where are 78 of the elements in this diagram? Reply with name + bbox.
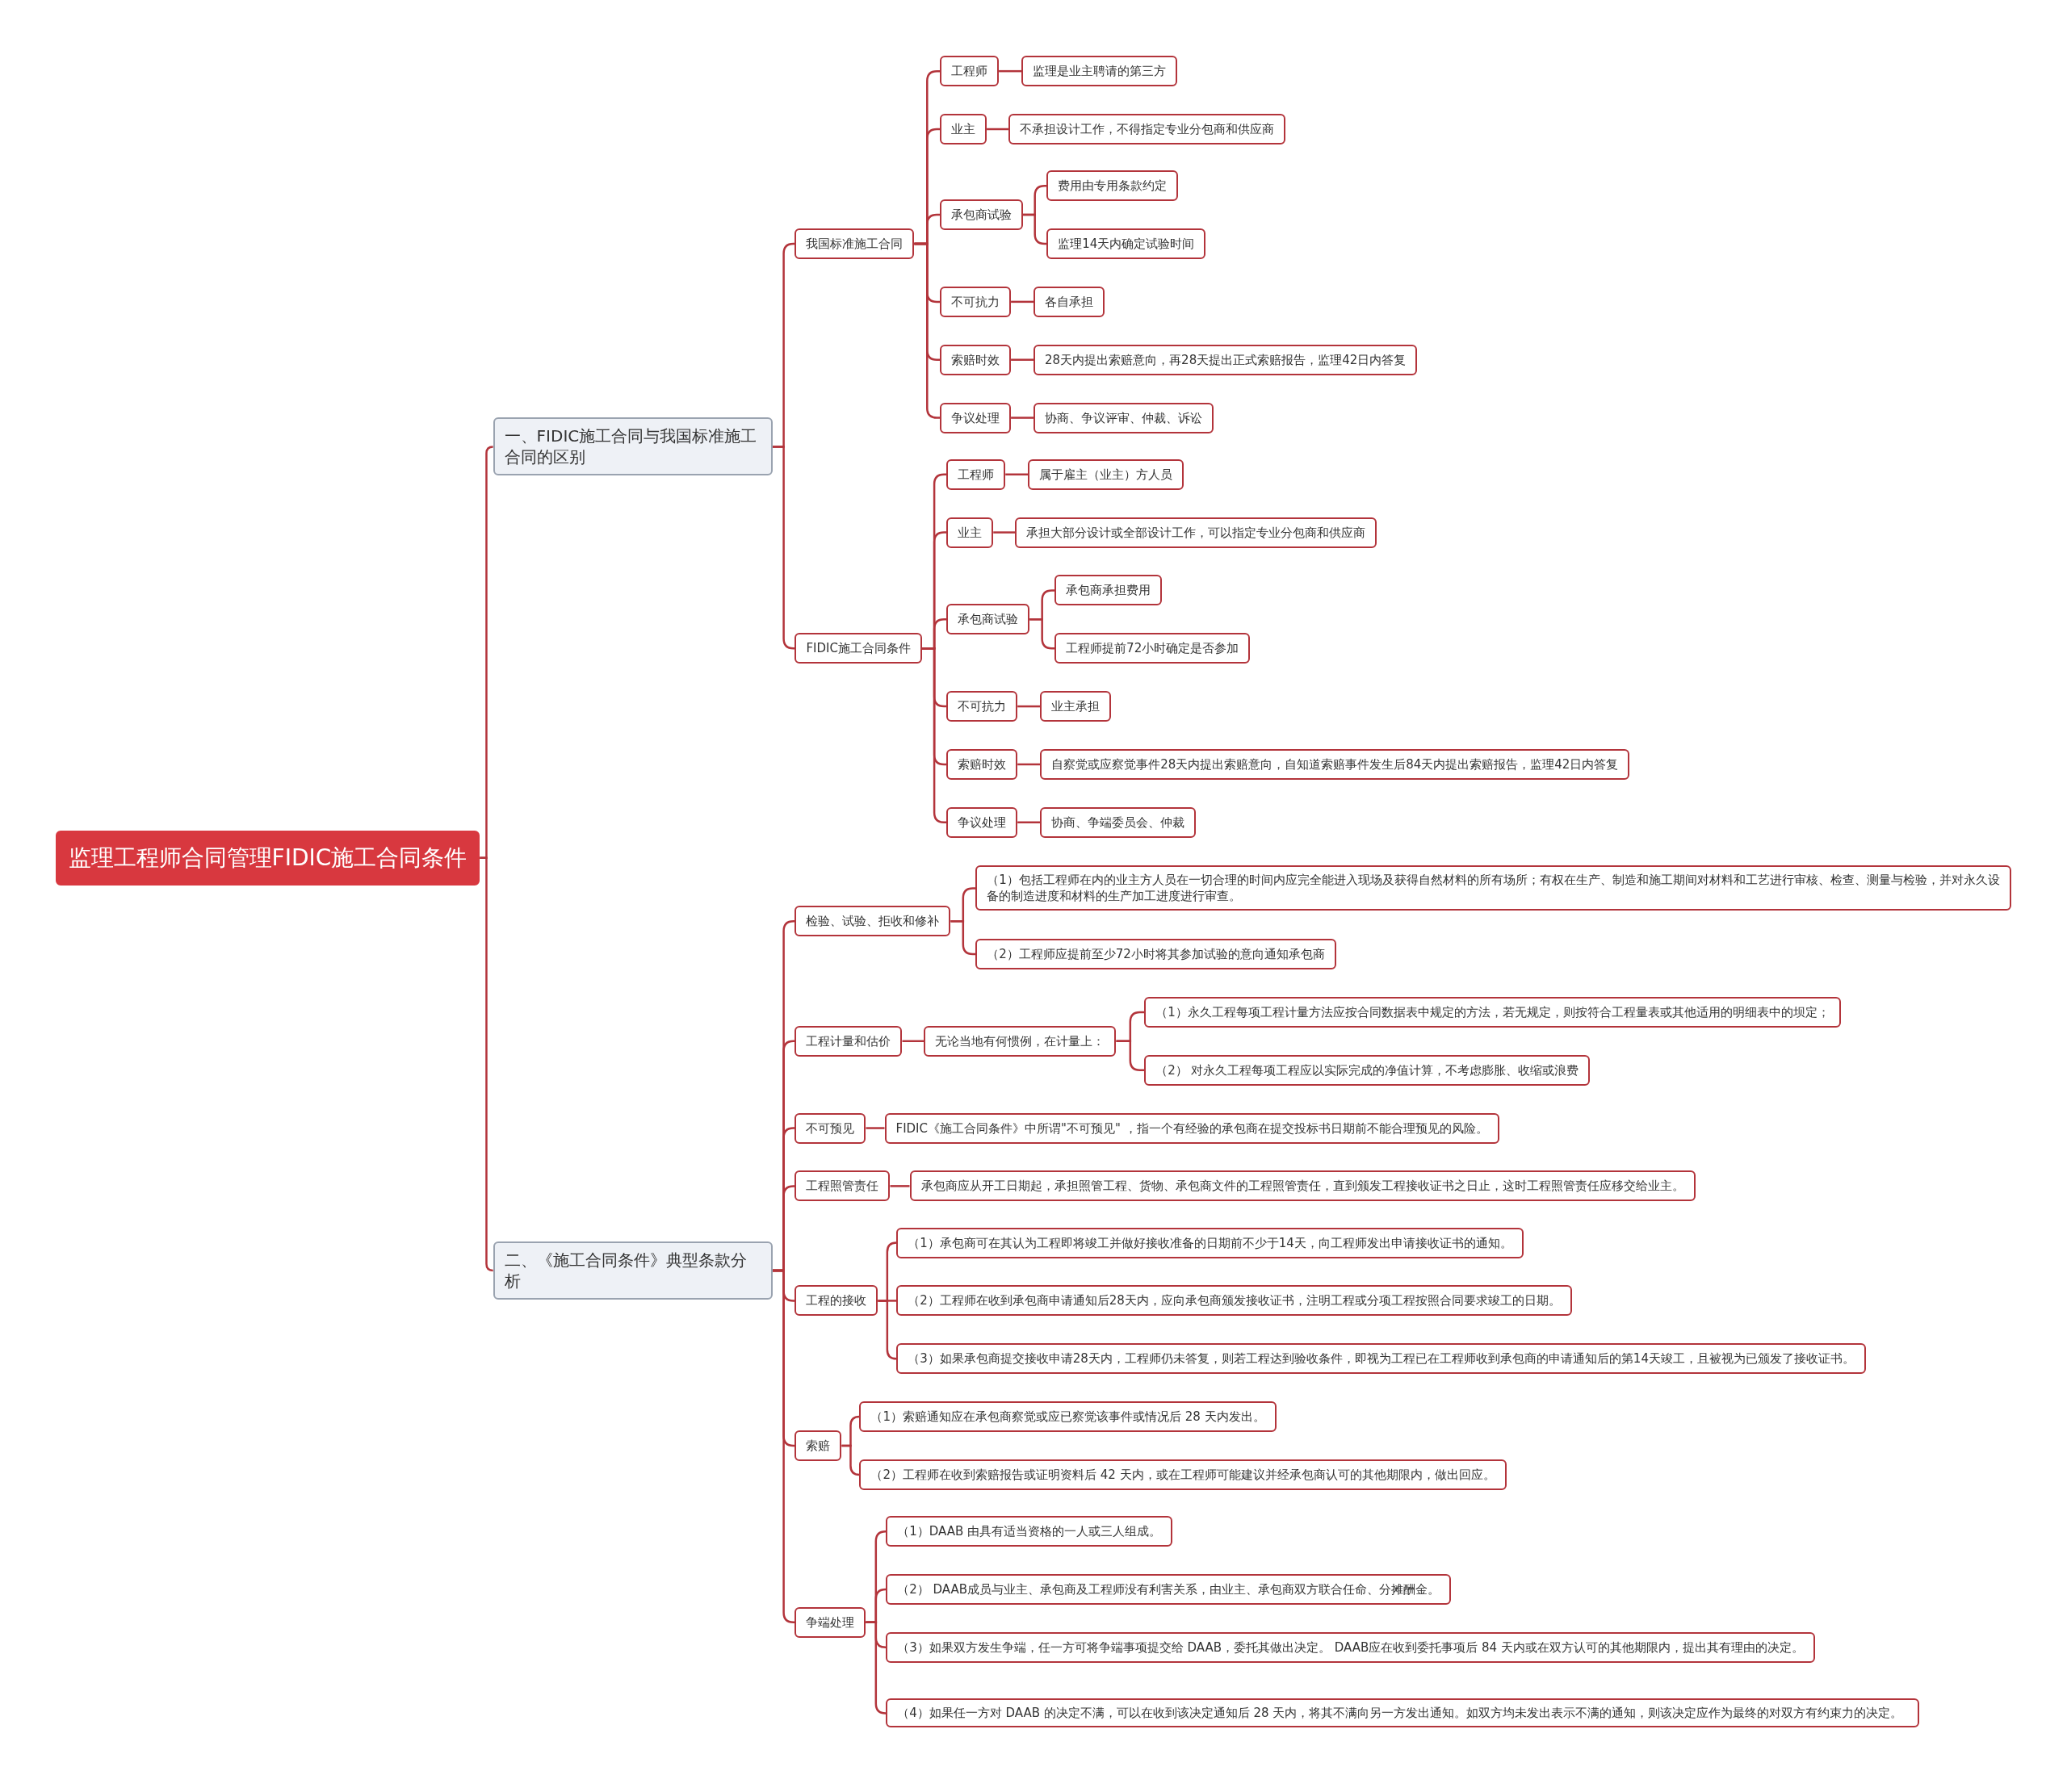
topic-box: 争议处理 [940, 402, 1012, 433]
topic-box: （2） 对永久工程每项工程应以实际完成的净值计算，不考虑膨胀、收缩或浪费 [1144, 1054, 1591, 1086]
topic-box: 索赔 [795, 1430, 842, 1461]
topic-box: （1）DAAB 由具有适当资格的一人或三人组成。 [886, 1516, 1172, 1547]
connector-line [1011, 300, 1034, 304]
topic-box: （1）索赔通知应在承包商察觉或应已察觉该事件或情况后 28 天内发出。 [859, 1401, 1277, 1433]
topic-box: 不可抗力 [946, 691, 1018, 722]
connector-line [841, 1444, 861, 1476]
topic-box: 争端处理 [795, 1606, 866, 1638]
central-topic: 监理工程师合同管理FIDIC施工合同条件 [55, 830, 480, 886]
topic-box: 我国标准施工合同 [795, 228, 915, 260]
connector-line [1023, 213, 1047, 245]
main-topic-box: 二、《施工合同条件》典型条款分析 [493, 1241, 773, 1300]
connector-line [950, 919, 976, 956]
topic-box: 属于雇主（业主）方人员 [1028, 458, 1184, 490]
connector-line [866, 1621, 887, 1715]
topic-box: （1）永久工程每项工程计量方法应按合同数据表中规定的方法，若无规定，则按符合工程量表或其他适用的明细表中的坝定； [1144, 996, 1841, 1028]
main-topic-box: 一、FIDIC施工合同与我国标准施工合同的区别 [493, 417, 773, 476]
connector-line [999, 69, 1022, 73]
topic-box: 监理14天内确定试验时间 [1046, 228, 1206, 260]
connector-line [1011, 417, 1034, 419]
topic-box: （2）工程师应提前至少72小时将其参加试验的意向通知承包商 [975, 939, 1336, 970]
topic-box: （1）包括工程师在内的业主方人员在一切合理的时间内应完全能进入现场及获得自然材料的所有场所；有权在生产、制造和施工期间对材料和工艺进行审核、检查、测量与检验，并对永久设备的制造进度和材料的生产加工进度进行审查。 [975, 865, 2012, 911]
connector-line [772, 446, 795, 650]
topic-box: 不可预见 [795, 1112, 866, 1144]
connector-line [1011, 358, 1034, 361]
topic-box: 监理是业主聘请的第三方 [1021, 56, 1178, 87]
topic-box: 28天内提出索赔意向，再28天提出正式索赔报告，监理42日内答复 [1034, 344, 1418, 375]
connector-line [902, 1040, 924, 1043]
connector-line [878, 1300, 898, 1360]
topic-box: 争议处理 [946, 806, 1018, 838]
topic-box: 工程师 [946, 458, 1006, 490]
topic-box: 工程的接收 [795, 1285, 878, 1317]
topic-box: （2）工程师在收到索赔报告或证明资料后 42 天内，或在工程师可能建议并经承包商认可的其他期限内，做出回应。 [859, 1459, 1507, 1490]
topic-box: 业主 [946, 517, 994, 548]
topic-box: 不承担设计工作，不得指定专业分包商和供应商 [1008, 114, 1285, 144]
topic-box: 承包商试验 [946, 604, 1030, 635]
topic-box: 检验、试验、拒收和修补 [795, 906, 951, 937]
topic-box: 业主承担 [1040, 691, 1112, 722]
topic-box: 索赔时效 [940, 344, 1012, 375]
topic-box: （3）如果承包商提交接收申请28天内，工程师仍未答复，则若工程达到验收条件，即视为工程已在工程师收到承包商的申请通知后的第14天竣工，且被视为已颁发了接收证书。 [896, 1343, 1866, 1375]
topic-box: （3）如果双方发生争端，任一方可将争端事项提交给 DAAB，委托其做出决定。 DAAB应在收到委托事项后 84 天内或在双方认可的其他期限内，提出其有理由的决定。 [886, 1631, 1815, 1663]
connector-line [1029, 618, 1055, 650]
connector-line [890, 1185, 910, 1187]
topic-box: 索赔时效 [946, 748, 1018, 780]
connector-line [1017, 821, 1041, 823]
topic-box: FIDIC施工合同条件 [795, 633, 922, 664]
topic-box: 不可抗力 [940, 286, 1012, 317]
topic-box: 各自承担 [1034, 286, 1105, 317]
connector-line [480, 856, 494, 1272]
topic-box: 承包商承担费用 [1054, 575, 1163, 606]
topic-box: 协商、争端委员会、仲裁 [1040, 806, 1197, 838]
topic-box: （4）如果任一方对 DAAB 的决定不满，可以在收到该决定通知后 28 天内，将其不满向另一方发出通知。如双方均未发出表示不满的通知，则该决定应作为最终的对双方有约束力的决定。 [886, 1698, 1920, 1728]
topic-box: （2）工程师在收到承包商申请通知后28天内，应向承包商颁发接收证书，注明工程或分项工程按照合同要求竣工的日期。 [896, 1285, 1572, 1317]
connector-line [987, 128, 1008, 131]
topic-box: （2） DAAB成员与业主、承包商及工程师没有利害关系，由业主、承包商双方联合任命、分摊酬金。 [886, 1573, 1451, 1605]
topic-box: 协商、争议评审、仲裁、诉讼 [1034, 402, 1214, 433]
topic-box: FIDIC《施工合同条件》中所谓"不可预见" ，指一个有经验的承包商在提交投标书日期前不能合理预见的风险。 [884, 1112, 1499, 1144]
topic-box: 费用由专用条款约定 [1046, 170, 1179, 202]
connector-line [1017, 705, 1041, 708]
connector-line [1116, 1040, 1145, 1071]
topic-box: （1）承包商可在其认为工程即将竣工并做好接收准备的日期前不少于14天，向工程师发出申请接收证书的通知。 [896, 1227, 1524, 1258]
connector-line [993, 531, 1016, 534]
topic-box: 承担大部分设计或全部设计工作，可以指定专业分包商和供应商 [1015, 517, 1377, 548]
connector-line [772, 1269, 795, 1624]
connector-line [922, 647, 947, 823]
topic-box: 承包商试验 [940, 199, 1024, 231]
topic-box: 工程师提前72小时确定是否参加 [1054, 633, 1251, 664]
topic-box: 无论当地有何惯例，在计量上： [924, 1025, 1117, 1057]
topic-box: 自察觉或应察觉事件28天内提出索赔意向，自知道索赔事件发生后84天内提出索赔报告，监理42日内答复 [1040, 748, 1630, 780]
topic-box: 业主 [940, 114, 987, 144]
topic-box: 工程师 [940, 56, 1000, 87]
topic-box: 工程计量和估价 [795, 1025, 903, 1057]
connector-line [866, 1127, 885, 1129]
topic-box: 工程照管责任 [795, 1170, 891, 1202]
connector-line [1017, 763, 1041, 766]
connector-line [1005, 473, 1029, 475]
topic-box: 承包商应从开工日期起，承担照管工程、货物、承包商文件的工程照管责任，直到颁发工程接收证书之日止，这时工程照管责任应移交给业主。 [909, 1170, 1696, 1202]
